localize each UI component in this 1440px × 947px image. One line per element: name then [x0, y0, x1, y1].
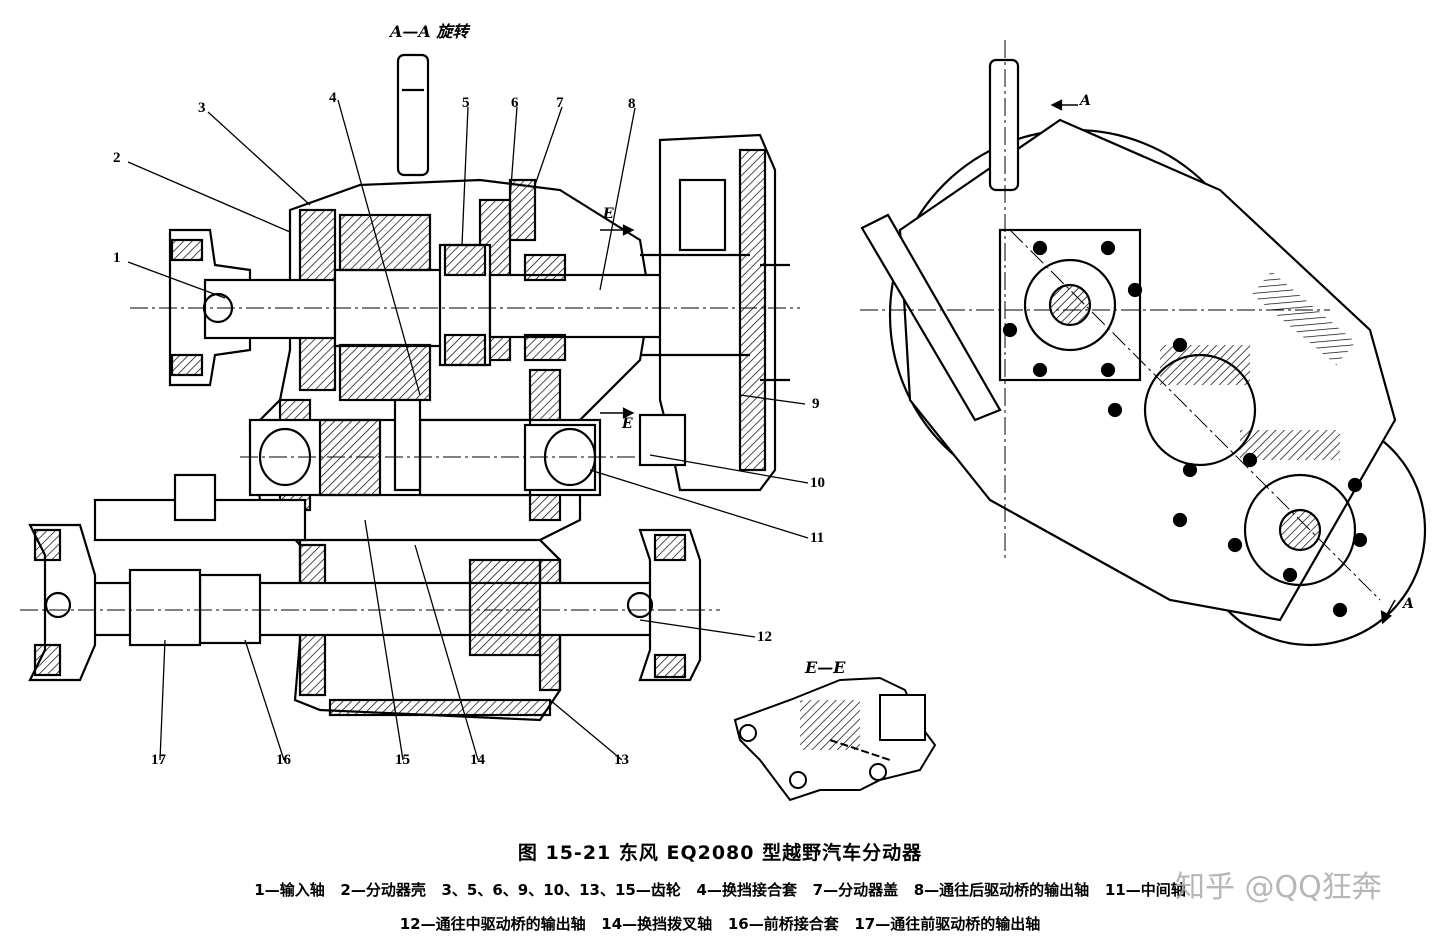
arrow-a-top-label: A — [1080, 93, 1091, 109]
legend-line-2: 12—通往中驱动桥的输出轴 14—换挡拨叉轴 16—前桥接合套 17—通往前驱动… — [399, 915, 1041, 933]
arrow-e-lower-label: E — [622, 416, 633, 432]
part-label-2: 2 — [113, 150, 121, 166]
watermark: 知乎 @QQ狂奔 — [1175, 870, 1382, 905]
part-label-16: 16 — [276, 752, 291, 768]
part-label-13: 13 — [614, 752, 629, 768]
part-label-15: 15 — [395, 752, 410, 768]
part-label-6: 6 — [511, 95, 519, 111]
side-view — [860, 40, 1427, 647]
part-label-9: 9 — [812, 396, 820, 412]
arrow-e-upper-label: E — [603, 206, 614, 222]
part-label-17: 17 — [151, 752, 166, 768]
part-label-10: 10 — [810, 475, 825, 491]
arrow-a-bottom-label: A — [1403, 596, 1414, 612]
part-label-5: 5 — [462, 95, 470, 111]
figure-caption: 图 15-21 东风 EQ2080 型越野汽车分动器 — [517, 842, 923, 864]
part-label-14: 14 — [470, 752, 485, 768]
part-label-7: 7 — [556, 95, 564, 111]
part-label-8: 8 — [628, 96, 636, 112]
part-label-1: 1 — [113, 250, 121, 266]
section-aa-label: A—A 旋转 — [390, 22, 469, 41]
part-label-11: 11 — [810, 530, 825, 546]
leader-lines — [127, 99, 809, 761]
part-label-3: 3 — [198, 100, 206, 116]
legend-line-1: 1—输入轴 2—分动器壳 3、5、6、9、10、13、15—齿轮 4—换挡接合套… — [254, 881, 1186, 899]
ee-section-view — [733, 676, 937, 802]
part-label-4: 4 — [329, 90, 337, 106]
part-label-12: 12 — [757, 629, 772, 645]
main-section-view — [20, 53, 800, 722]
section-ee-label: E—E — [805, 658, 846, 677]
